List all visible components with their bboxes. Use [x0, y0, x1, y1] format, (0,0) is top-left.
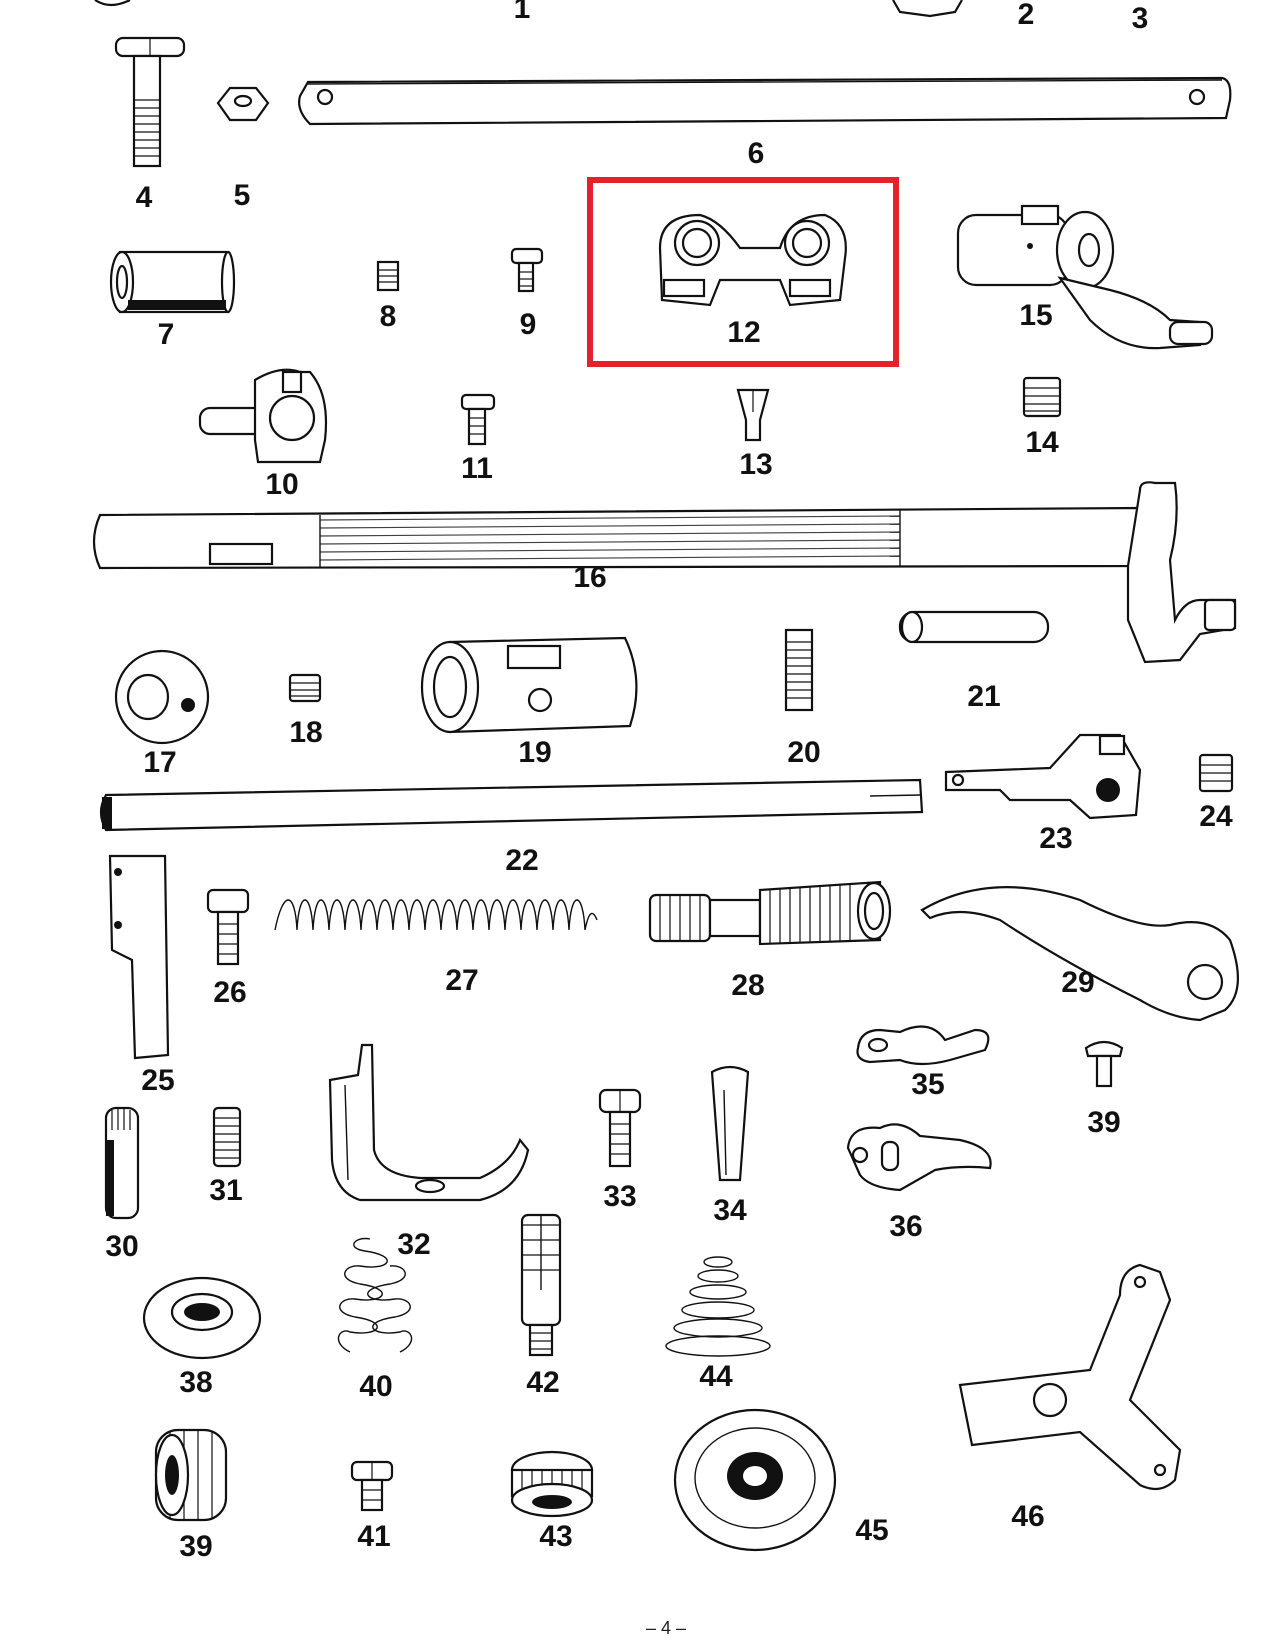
part-label-13: 13 [739, 448, 772, 481]
part-label-11: 11 [461, 452, 493, 485]
part-39-knurled-ring: 39 [154, 1428, 228, 1563]
part-18-set-screw: 18 [288, 673, 323, 749]
part-2: 2 [892, 0, 1035, 31]
part-label-9: 9 [520, 308, 537, 341]
part-13-cone-screw: 13 [736, 388, 773, 481]
part-label-36: 36 [889, 1210, 922, 1243]
part-40-spring: 40 [337, 1237, 413, 1403]
part-label-20: 20 [787, 736, 820, 769]
part-38-washer: 38 [142, 1276, 262, 1399]
part-label-14: 14 [1025, 426, 1059, 459]
part-label-24: 24 [1199, 800, 1233, 833]
part-43-knurled-nut: 43 [510, 1450, 594, 1553]
part-label-3: 3 [1132, 2, 1149, 35]
part-11-screw: 11 [460, 393, 496, 485]
part-label-30: 30 [105, 1230, 138, 1263]
part-label-28: 28 [731, 969, 764, 1002]
part-39-screw-upper: 39 [1084, 1040, 1124, 1139]
part-label-44: 44 [699, 1360, 733, 1393]
part-31-set-screw: 31 [209, 1106, 243, 1207]
part-label-27: 27 [445, 964, 478, 997]
part-label-45: 45 [855, 1514, 888, 1547]
part-9-screw: 9 [510, 247, 544, 341]
part-8-set-screw: 8 [376, 260, 400, 333]
part-label-39-upper: 39 [1087, 1106, 1120, 1139]
part-label-2: 2 [1018, 0, 1035, 31]
part-32-presser-foot: 32 [328, 1043, 530, 1261]
part-label-16: 16 [573, 561, 606, 594]
part-label-42: 42 [526, 1366, 559, 1399]
part-30-pin: 30 [104, 1106, 140, 1263]
part-label-41: 41 [357, 1520, 390, 1553]
part-label-22: 22 [505, 844, 538, 877]
part-10-clamp: 10 [198, 368, 328, 501]
part-34-taper-pin: 34 [710, 1065, 750, 1227]
part-label-38: 38 [179, 1366, 212, 1399]
part-21-pin: 21 [898, 610, 1050, 713]
part-label-34: 34 [713, 1194, 747, 1227]
part-27-spring: 27 [274, 899, 598, 997]
part-label-5: 5 [234, 179, 251, 212]
part-22-slotted-rod: 22 [99, 778, 924, 877]
part-label-26: 26 [213, 976, 246, 1009]
part-1: 1 [94, 0, 531, 25]
part-label-35: 35 [911, 1068, 944, 1101]
part-label-31: 31 [209, 1174, 242, 1207]
highlight-box [587, 177, 899, 367]
part-label-32: 32 [397, 1228, 430, 1261]
part-29-lever: 29 [920, 886, 1239, 1022]
part-12-double-clamp: 12 [587, 177, 899, 367]
part-44-conical-spring: 44 [665, 1256, 771, 1393]
part-3: 3 [1132, 2, 1149, 35]
part-26-screw: 26 [206, 888, 250, 1009]
part-15-crank: 15 [956, 204, 1214, 350]
part-label-23: 23 [1039, 822, 1072, 855]
part-label-18: 18 [289, 716, 322, 749]
part-45-dish: 45 [673, 1408, 889, 1552]
part-label-1: 1 [514, 0, 531, 25]
part-label-21: 21 [967, 680, 1000, 713]
part-7-bushing: 7 [109, 250, 236, 351]
part-label-39-lower: 39 [179, 1530, 212, 1563]
part-label-25: 25 [141, 1064, 174, 1097]
part-label-10: 10 [265, 468, 298, 501]
part-label-7: 7 [158, 318, 175, 351]
part-14-set-screw: 14 [1022, 376, 1062, 459]
part-label-19: 19 [518, 736, 551, 769]
part-label-43: 43 [539, 1520, 572, 1553]
part-label-17: 17 [143, 746, 176, 779]
part-28-threaded-sleeve: 28 [648, 880, 892, 1002]
part-label-15: 15 [1019, 299, 1052, 332]
part-label-12: 12 [727, 316, 760, 349]
part-23-bracket: 23 [944, 733, 1142, 855]
page-number: – 4 – [646, 1618, 686, 1638]
part-19-sleeve: 19 [420, 636, 638, 769]
part-4-screw: 4 [114, 36, 186, 214]
part-label-33: 33 [603, 1180, 636, 1213]
part-label-6: 6 [748, 137, 765, 170]
part-25-needle-clamp: 25 [108, 854, 175, 1097]
part-label-8: 8 [380, 300, 397, 333]
part-label-40: 40 [359, 1370, 392, 1403]
part-33-screw: 33 [598, 1088, 642, 1213]
part-20-stud: 20 [784, 628, 821, 769]
part-label-4: 4 [136, 181, 153, 214]
part-17-collar: 17 [114, 649, 210, 779]
part-24-set-screw: 24 [1198, 753, 1234, 833]
part-42-slotted-stud: 42 [520, 1213, 562, 1399]
part-46-tri-wrench: 46 [958, 1263, 1182, 1533]
part-6-link-bar: 6 [298, 76, 1232, 170]
part-label-46: 46 [1011, 1500, 1044, 1533]
part-5-nut: 5 [216, 86, 270, 212]
part-label-29: 29 [1061, 966, 1094, 999]
part-16-main-shaft: 16 [92, 481, 1237, 664]
part-35-link: 35 [856, 1025, 990, 1101]
part-36-small-lever: 36 [846, 1123, 992, 1243]
part-41-screw: 41 [350, 1460, 394, 1553]
